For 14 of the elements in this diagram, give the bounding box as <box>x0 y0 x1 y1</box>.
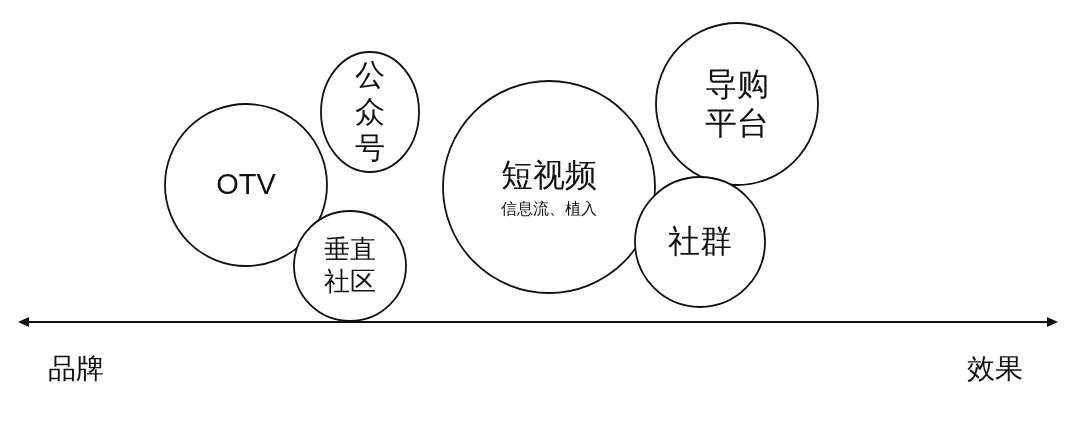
node-sublabel: 信息流、植入 <box>501 198 597 219</box>
axis-end-label: 品牌 <box>48 352 104 386</box>
node-label: 社群 <box>668 222 732 262</box>
circle-node <box>320 51 420 173</box>
circle-node <box>293 210 407 322</box>
circle-node <box>442 80 656 294</box>
node-label: 短视频 <box>501 155 597 195</box>
circle-node <box>634 176 766 308</box>
axis-end-label: 效果 <box>967 352 1023 386</box>
circle-node <box>655 22 819 186</box>
node-label: 垂直社区 <box>324 234 376 298</box>
node-label: 公众号 <box>355 57 385 167</box>
node-label: 导购平台 <box>705 64 769 143</box>
node-label: OTV <box>216 167 276 203</box>
